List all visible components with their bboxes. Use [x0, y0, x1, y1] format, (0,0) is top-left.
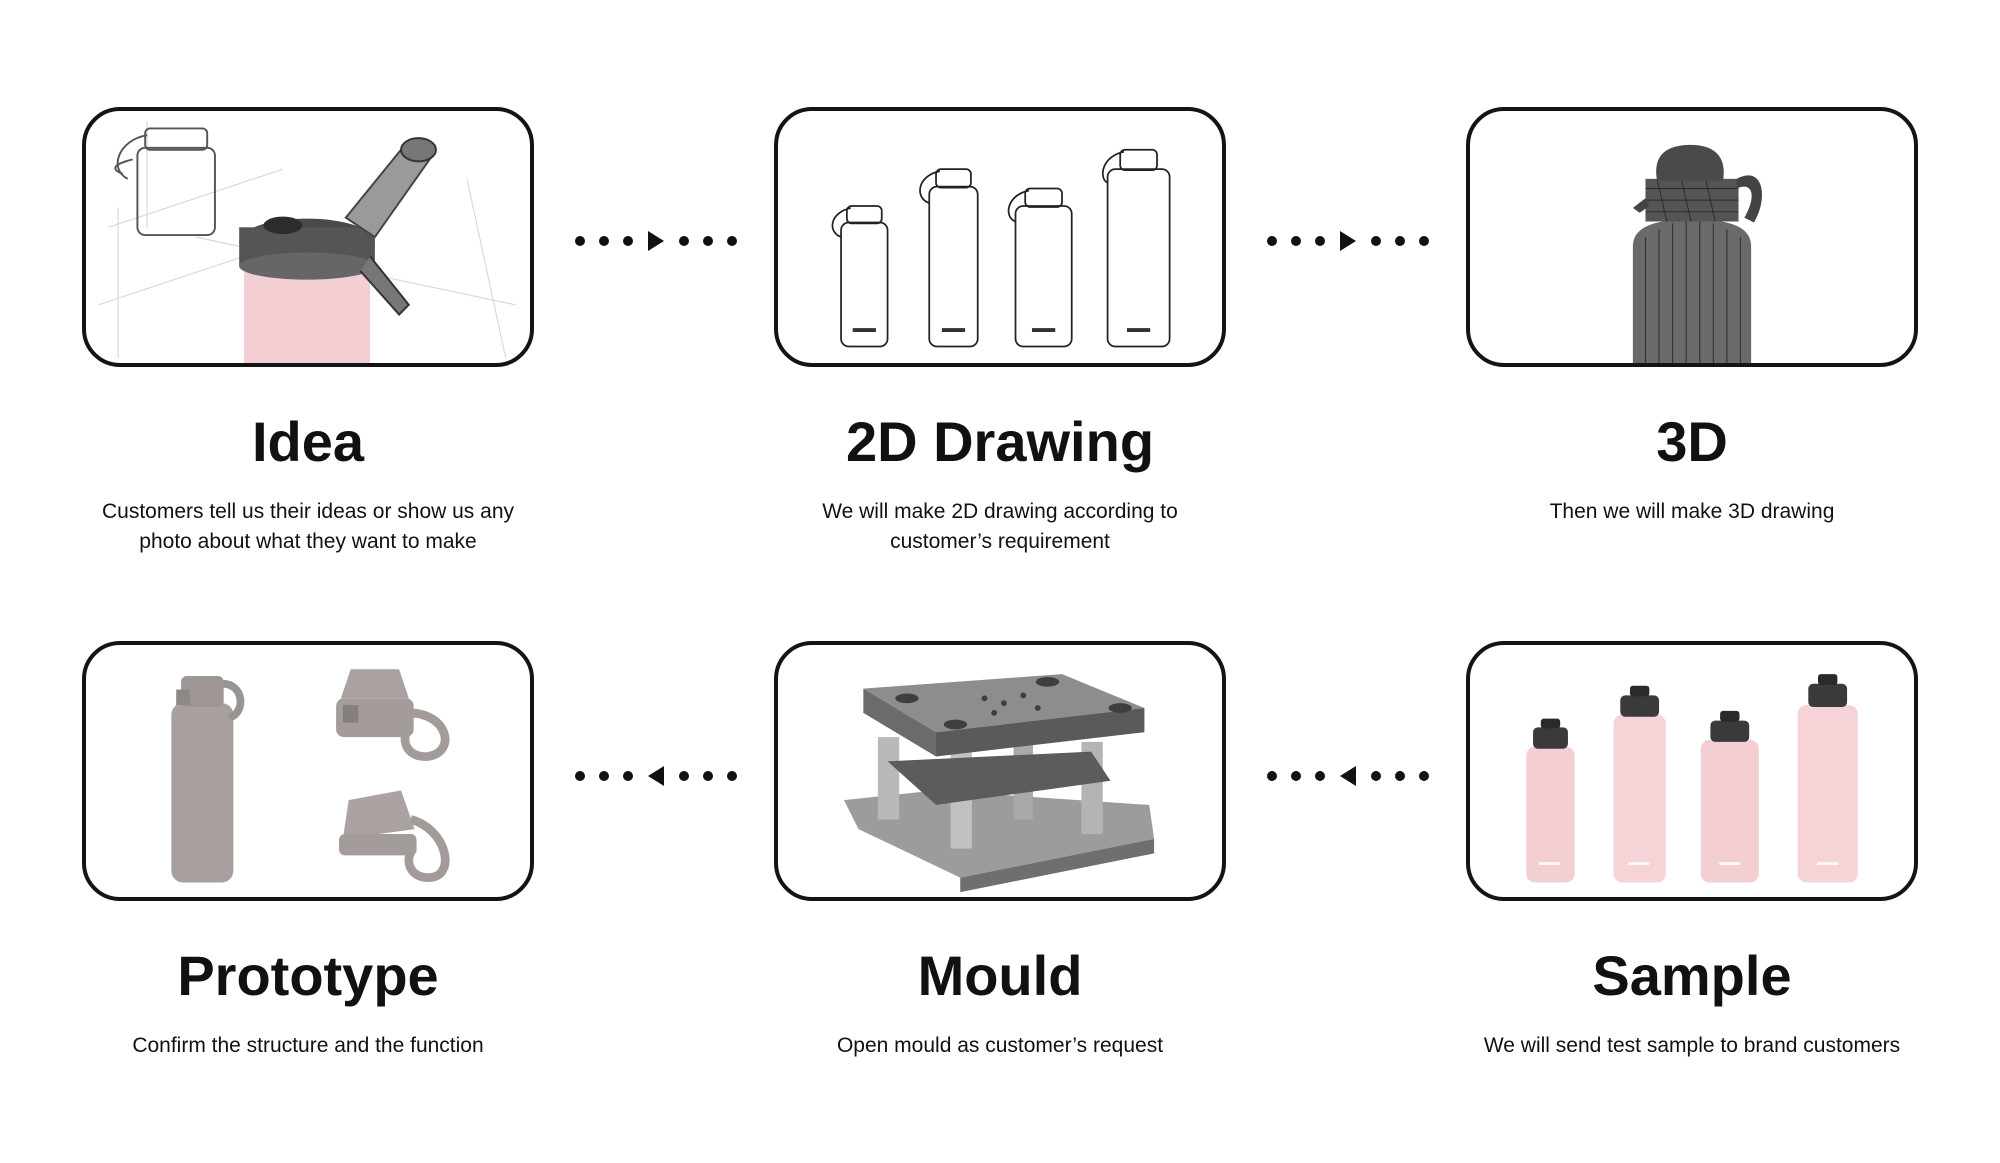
step-title-idea: Idea — [251, 410, 365, 473]
step-title-prototype: Prototype — [177, 944, 439, 1007]
outline-bottles-icon — [831, 148, 1171, 348]
sketch-bottle-icon — [98, 120, 516, 363]
connector-right-2 — [1264, 229, 1444, 253]
card-idea — [82, 107, 534, 367]
step-title-2d-drawing: 2D Drawing — [845, 410, 1155, 473]
step-desc-2d-drawing-line1: We will make 2D drawing according to — [822, 500, 1178, 523]
step-desc-idea-line1: Customers tell us their ideas or show us… — [101, 500, 514, 523]
connector-left-1 — [572, 764, 752, 788]
step-desc-mould-line1: Open mould as customer’s request — [836, 1034, 1164, 1057]
step-desc-sample-line1: We will send test sample to brand custom… — [1483, 1034, 1901, 1057]
card-mould — [774, 641, 1226, 901]
step-title-mould: Mould — [917, 944, 1083, 1007]
card-2d-drawing — [774, 107, 1226, 367]
arrow-right-icon — [648, 231, 664, 251]
arrow-right-icon — [1340, 231, 1356, 251]
grey-prototype-icon — [171, 669, 450, 883]
step-desc-prototype-line1: Confirm the structure and the function — [132, 1034, 484, 1057]
step-desc-idea-line2: photo about what they want to make — [139, 530, 477, 553]
step-title-sample: Sample — [1592, 944, 1792, 1007]
arrow-left-icon — [1340, 766, 1356, 786]
wireframe-bottle-icon — [1632, 144, 1763, 363]
card-3d — [1466, 107, 1918, 367]
step-desc-2d-drawing-line2: customer’s requirement — [890, 530, 1110, 553]
steel-mould-icon — [843, 674, 1155, 893]
pink-bottles-icon — [1526, 674, 1858, 883]
connector-left-2 — [1264, 764, 1444, 788]
card-prototype — [82, 641, 534, 901]
connector-right-1 — [572, 229, 752, 253]
step-desc-3d-line1: Then we will make 3D drawing — [1549, 500, 1835, 523]
step-title-3d: 3D — [1656, 410, 1728, 473]
card-sample — [1466, 641, 1918, 901]
arrow-left-icon — [648, 766, 664, 786]
